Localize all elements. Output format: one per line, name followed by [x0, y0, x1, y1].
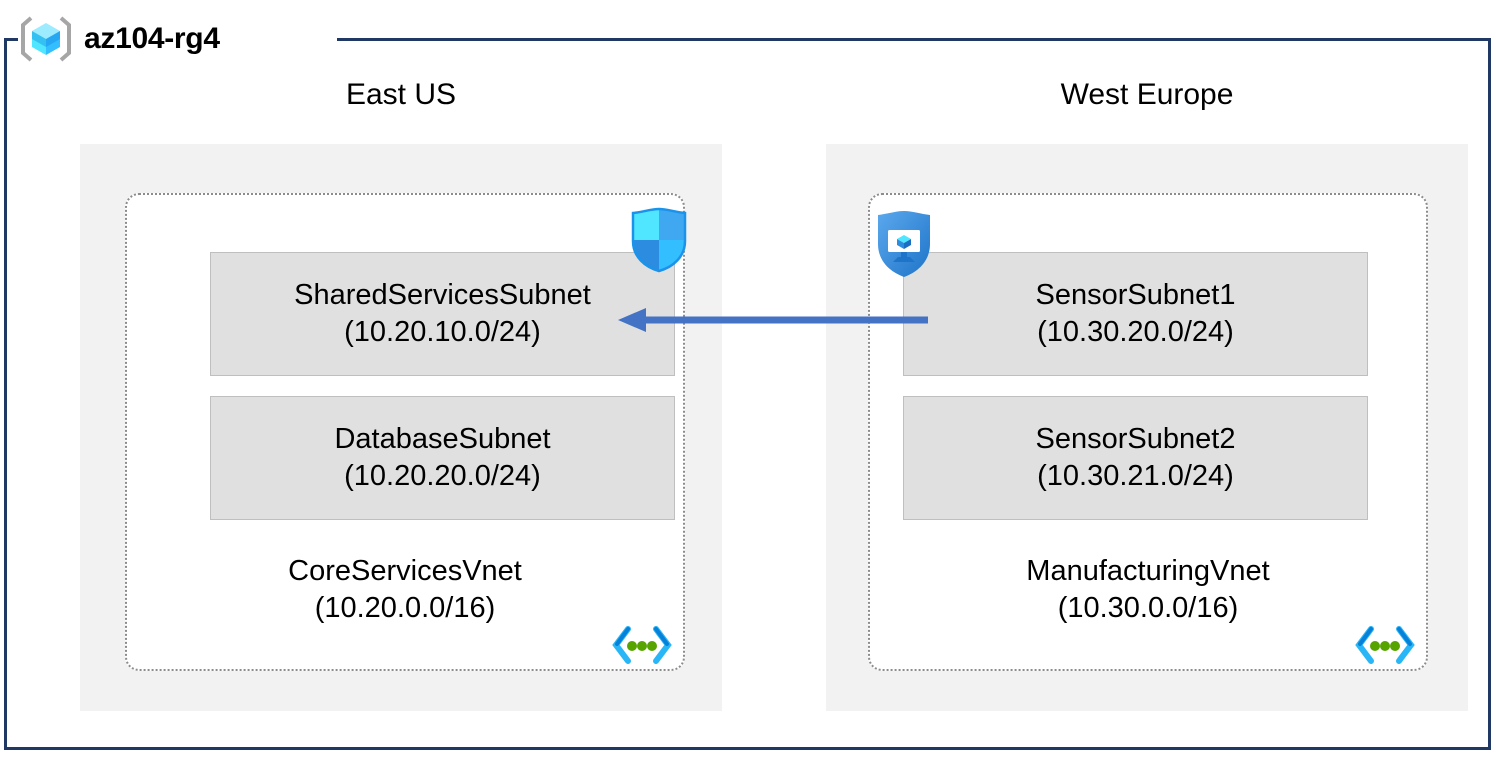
vnet-caption: CoreServicesVnet (10.20.0.0/16): [127, 553, 683, 627]
network-security-group-shield-icon[interactable]: [629, 207, 689, 273]
resource-group-name: az104-rg4: [84, 22, 220, 55]
vnet-peering-arrow[interactable]: [616, 300, 928, 340]
vnet-cidr: (10.30.0.0/16): [1057, 591, 1239, 624]
vnet-name: ManufacturingVnet: [1026, 554, 1270, 587]
region-container: SensorSubnet1 (10.30.20.0/24) SensorSubn…: [826, 144, 1468, 711]
subnet-shared-services[interactable]: SharedServicesSubnet (10.20.10.0/24): [210, 252, 675, 376]
resource-group-title: az104-rg4: [18, 10, 226, 68]
subnet-name: DatabaseSubnet: [334, 422, 551, 455]
virtual-network-icon[interactable]: [609, 623, 675, 667]
region-east-us: East US SharedServicesSubnet (10.20.10.0…: [80, 80, 722, 711]
vnet-cidr: (10.20.0.0/16): [314, 591, 496, 624]
subnet-cidr: (10.20.20.0/24): [344, 460, 541, 492]
region-west-europe: West Europe SensorSubnet1 (10.30.20.0/24…: [826, 80, 1468, 711]
virtual-network-icon[interactable]: [1352, 623, 1418, 667]
subnet-sensor-2[interactable]: SensorSubnet2 (10.30.21.0/24): [903, 396, 1368, 520]
region-label: West Europe: [1060, 78, 1234, 111]
vm-protection-shield-icon[interactable]: [873, 209, 935, 279]
region-label: East US: [345, 78, 457, 111]
vnet-manufacturing[interactable]: SensorSubnet1 (10.30.20.0/24) SensorSubn…: [868, 193, 1428, 671]
region-container: SharedServicesSubnet (10.20.10.0/24) Dat…: [80, 144, 722, 711]
subnet-sensor-1[interactable]: SensorSubnet1 (10.30.20.0/24): [903, 252, 1368, 376]
resource-group-boundary-top-right: [337, 38, 1491, 41]
resource-group-boundary: [4, 38, 1491, 750]
resource-group-cube-icon: [21, 16, 71, 62]
subnet-cidr: (10.20.10.0/24): [344, 316, 541, 348]
subnet-cidr: (10.30.21.0/24): [1037, 460, 1234, 492]
subnet-name: SensorSubnet2: [1035, 422, 1236, 455]
vnet-name: CoreServicesVnet: [288, 554, 522, 587]
vnet-core-services[interactable]: SharedServicesSubnet (10.20.10.0/24) Dat…: [125, 193, 687, 671]
subnet-cidr: (10.30.20.0/24): [1037, 316, 1234, 348]
vnet-caption: ManufacturingVnet (10.30.0.0/16): [870, 553, 1426, 627]
resource-group-boundary-top-left: [4, 38, 18, 41]
subnet-name: SensorSubnet1: [1035, 278, 1236, 311]
subnet-database[interactable]: DatabaseSubnet (10.20.20.0/24): [210, 396, 675, 520]
subnet-name: SharedServicesSubnet: [294, 278, 591, 311]
